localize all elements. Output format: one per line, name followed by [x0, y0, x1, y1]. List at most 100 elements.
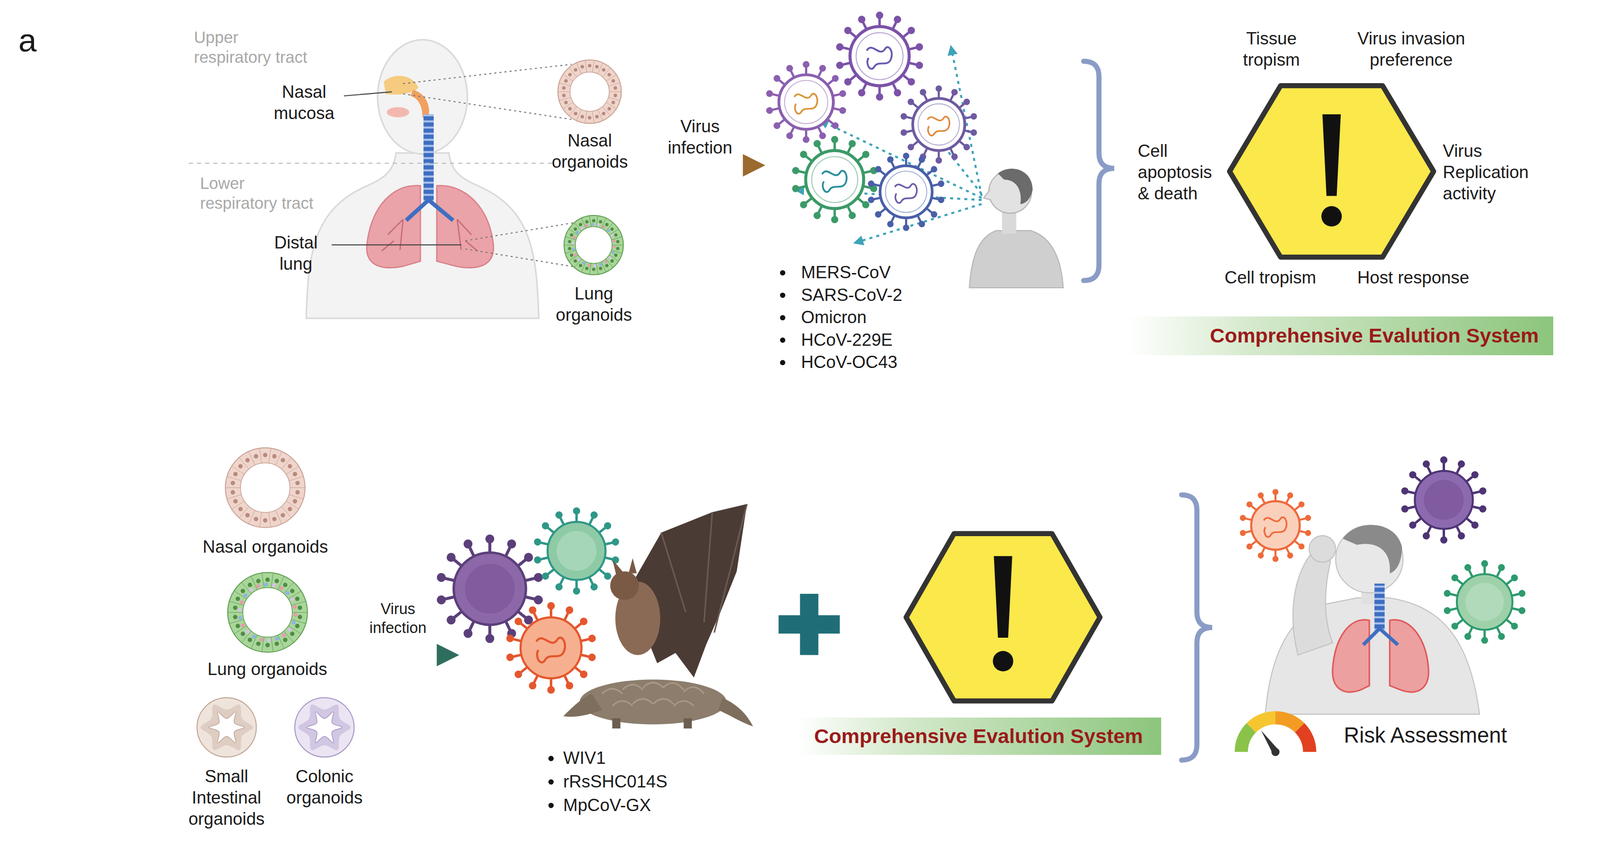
organoid-drawing	[614, 233, 618, 237]
virus-icon	[1465, 582, 1504, 622]
organoid-drawing	[292, 499, 298, 504]
organoid-drawing	[258, 637, 263, 642]
organoid-drawing	[242, 587, 293, 638]
virus-icon	[1414, 470, 1473, 530]
organoid-drawing	[573, 111, 578, 116]
organoid-label: Lung organoids	[190, 658, 344, 681]
organoid-drawing	[573, 235, 576, 239]
list-bullets	[779, 315, 786, 321]
virus-icon	[894, 183, 917, 204]
pangolin-figure	[612, 718, 621, 729]
organoid-drawing	[272, 453, 277, 459]
organoid-drawing	[266, 638, 271, 642]
organoid-drawing	[290, 588, 295, 593]
coughing-person	[1335, 525, 1404, 593]
organoid-drawing	[564, 79, 568, 83]
infection-arrow	[436, 643, 460, 667]
panel-letter: a	[18, 20, 70, 60]
organoid-drawing	[588, 116, 592, 120]
organoid-drawing	[225, 447, 306, 528]
organoid-shape	[196, 696, 258, 759]
human-body	[381, 219, 478, 251]
organoid-drawing	[605, 222, 609, 227]
organoid-label: Lung organoids	[547, 283, 640, 326]
organoid-drawing	[613, 94, 617, 98]
organoid-drawing	[292, 604, 297, 609]
arrow-label: Virus infection	[357, 599, 439, 638]
divider-line	[188, 162, 557, 164]
organoid-drawing	[568, 107, 572, 111]
organoid-label: Nasal organoids	[178, 536, 352, 558]
leader-lines	[465, 222, 576, 241]
organoid-drawing	[232, 605, 238, 610]
band-title: Comprehensive Evalution System	[813, 724, 1143, 749]
organoid-drawing	[233, 471, 238, 477]
virus-icon	[867, 152, 946, 232]
organoid-drawing	[591, 222, 595, 226]
list-bullets	[548, 779, 554, 785]
organoid-drawing	[287, 464, 292, 469]
person-figure	[969, 230, 1064, 288]
pangolin-figure	[683, 718, 692, 729]
organoid-drawing	[571, 241, 575, 245]
virus-icon	[436, 534, 544, 643]
organoid-drawing	[611, 79, 616, 83]
organoid-drawing	[610, 227, 615, 231]
pangolin-figure	[579, 679, 727, 725]
organoid-drawing	[564, 101, 568, 105]
organoid-drawing	[265, 577, 270, 582]
virus-icon	[533, 507, 620, 595]
list-bullets	[548, 755, 554, 762]
virus-icon	[791, 136, 878, 224]
virus-icon	[1423, 479, 1464, 521]
organoid-drawing	[295, 480, 300, 486]
organoid-drawing	[279, 585, 283, 590]
organoid-drawing	[290, 487, 306, 488]
organoid-drawing	[593, 264, 597, 267]
organoid-drawing	[592, 267, 596, 271]
organoid-drawing	[611, 250, 615, 254]
virus-icon	[1443, 560, 1527, 644]
organoid-drawing	[598, 266, 603, 270]
virus-name: SARS-CoV-2	[801, 284, 965, 307]
organoid-drawing	[259, 448, 263, 464]
organoid-drawing	[289, 494, 304, 499]
organoid-drawing	[598, 109, 604, 121]
virus-icon	[1400, 456, 1488, 544]
organoid-drawing	[274, 636, 279, 641]
human-body	[406, 199, 454, 221]
virus-icon	[855, 32, 903, 80]
organoid-drawing	[271, 582, 276, 587]
coughing-person	[1265, 524, 1480, 715]
organoid-drawing	[559, 97, 571, 101]
organoid-drawing	[227, 612, 243, 613]
virus-icon	[505, 602, 597, 694]
virus-icon	[765, 60, 847, 143]
organoid-drawing	[616, 246, 620, 250]
virus-icon	[533, 507, 620, 595]
organoid-drawing	[294, 697, 355, 758]
organoid-drawing	[277, 634, 284, 649]
organoid-drawing	[565, 249, 577, 254]
organoid-drawing	[576, 62, 582, 74]
infection-arrow	[661, 154, 766, 177]
virus-icon	[436, 534, 544, 643]
risk-gauge	[1234, 710, 1317, 756]
human-body	[306, 153, 539, 319]
organoid-drawing	[609, 91, 622, 93]
organoid-drawing	[239, 599, 244, 604]
warning-hexagon	[906, 533, 1100, 702]
organoid-drawing	[196, 697, 257, 758]
organoid-drawing	[256, 641, 261, 646]
band-title: Comprehensive Evalution System	[1209, 323, 1539, 349]
organoid-drawing	[287, 627, 291, 632]
infection-arrow	[743, 154, 766, 177]
virus-icon	[912, 98, 965, 151]
virus-icon	[765, 60, 847, 143]
virus-icon	[866, 47, 892, 69]
organoid-drawing	[290, 600, 306, 606]
virus-icon	[821, 170, 847, 192]
organoid-label: Colonic organoids	[282, 766, 367, 809]
organoid-drawing	[613, 245, 617, 249]
organoid-drawing	[282, 582, 288, 587]
